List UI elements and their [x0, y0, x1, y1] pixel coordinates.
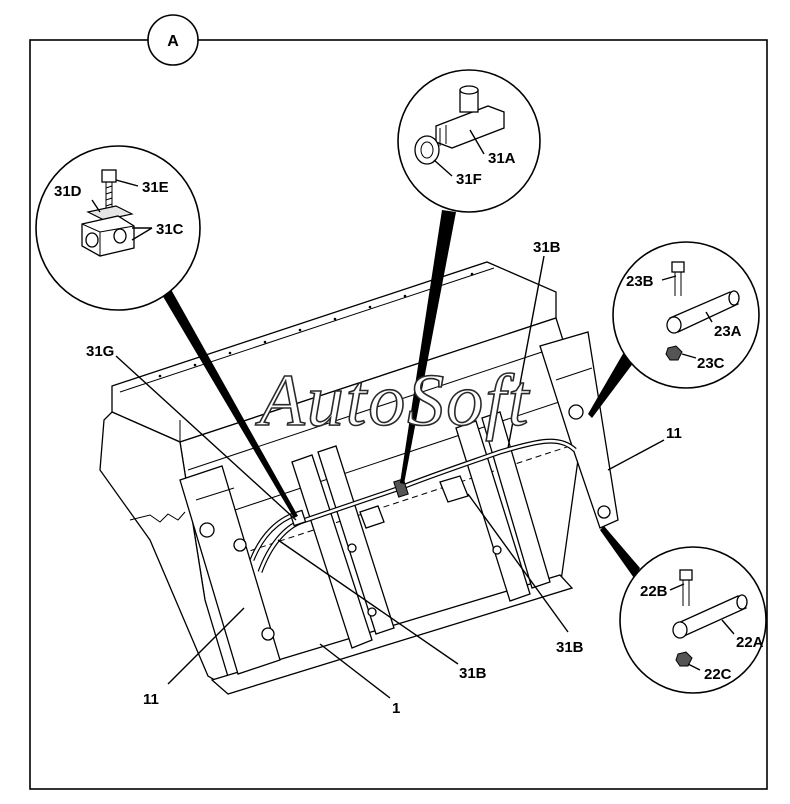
callout-31B-right: 31B — [556, 639, 584, 656]
view-label: A — [167, 33, 179, 50]
leader-lines — [91, 129, 735, 699]
callout-31A: 31A — [488, 150, 516, 167]
callout-31B-bottom: 31B — [459, 665, 487, 682]
callout-11-left: 11 — [143, 691, 159, 708]
diagram-frame — [29, 39, 768, 790]
pin-23-detail-icon — [612, 241, 760, 389]
rim-rivets — [158, 272, 474, 378]
callout-31C: 31C — [156, 221, 184, 238]
callout-31D: 31D — [54, 183, 82, 200]
callout-31F: 31F — [456, 171, 482, 188]
callout-1: 1 — [392, 700, 400, 717]
pointer-pin23 — [588, 352, 634, 418]
callout-23A: 23A — [714, 323, 742, 340]
clamp-detail-icon — [35, 145, 201, 311]
view-label-badge: A — [147, 14, 199, 66]
callout-31B-top: 31B — [533, 239, 561, 256]
callout-23B: 23B — [626, 273, 654, 290]
pointer-clamp — [158, 284, 298, 518]
pointer-pin22 — [600, 526, 640, 578]
callout-22A: 22A — [736, 634, 764, 651]
watermark-text: AutoSoft — [255, 360, 531, 442]
callout-31G: 31G — [86, 343, 114, 360]
pointer-tee — [400, 210, 456, 484]
callout-22B: 22B — [640, 583, 668, 600]
callout-11-right: 11 — [666, 425, 682, 442]
callout-23C: 23C — [697, 355, 725, 372]
tee-fitting-detail-icon — [397, 69, 541, 213]
callout-31E: 31E — [142, 179, 169, 196]
loader-bucket-icon — [99, 261, 619, 695]
pin-22-detail-icon — [619, 546, 767, 694]
callout-22C: 22C — [704, 666, 732, 683]
